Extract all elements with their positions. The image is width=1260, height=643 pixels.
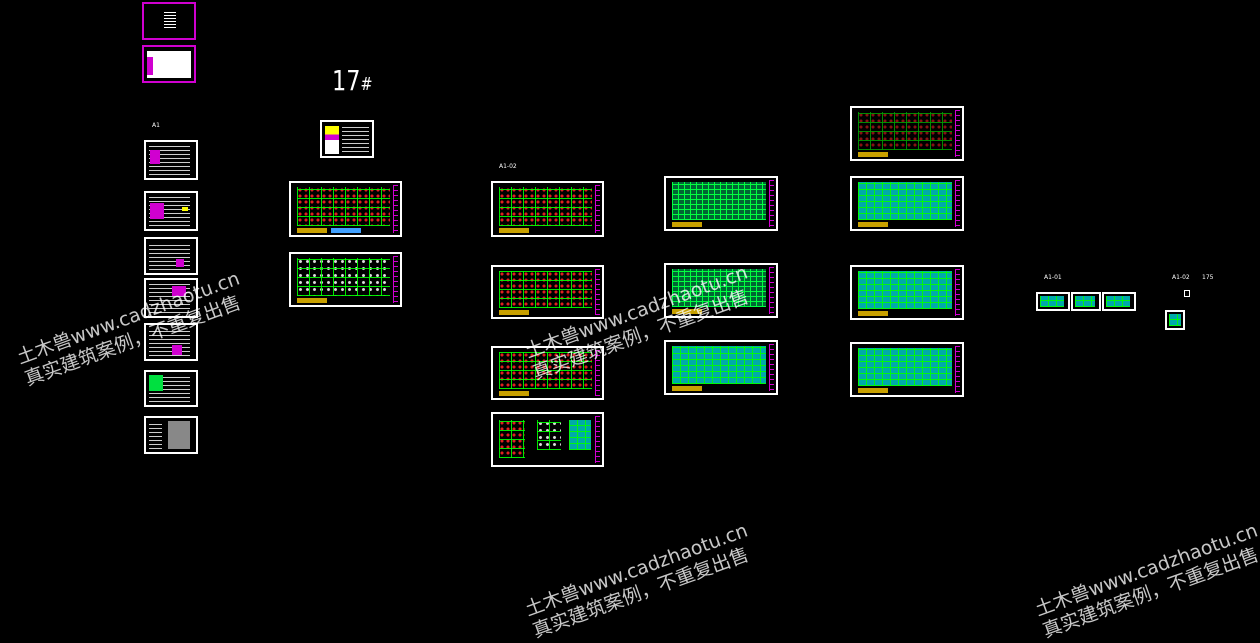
notes-sheet-2[interactable] <box>144 191 198 231</box>
detail-sheet[interactable] <box>491 412 604 467</box>
notes-mark <box>150 150 160 164</box>
title-block <box>769 180 774 227</box>
detail-a <box>499 420 525 458</box>
plan-grid <box>858 348 952 386</box>
notes-mark <box>150 203 164 219</box>
slab-plan-3[interactable] <box>850 265 964 320</box>
plan-legend <box>672 309 702 314</box>
notes-sheet-4[interactable] <box>144 278 198 318</box>
notes-sheet-1[interactable] <box>144 140 198 180</box>
detail-c <box>569 420 591 450</box>
index-sheet[interactable] <box>142 45 196 83</box>
plan-legend <box>499 310 529 315</box>
tiny-marker <box>1184 290 1190 297</box>
group-label-e: 175 <box>1202 274 1214 281</box>
title-block <box>769 267 774 314</box>
group-label-c: A1-01 <box>1044 274 1062 281</box>
notes-mark <box>172 286 186 296</box>
plan-legend <box>858 222 888 227</box>
legend-sheet[interactable] <box>320 120 374 158</box>
index-highlight <box>147 57 153 75</box>
title-block <box>393 185 398 233</box>
column-plan-1[interactable] <box>491 181 604 237</box>
plan-legend <box>858 311 888 316</box>
title-block <box>595 269 600 315</box>
plan-legend <box>499 391 529 396</box>
title-block <box>595 350 600 396</box>
foundation-plan-a[interactable] <box>289 181 402 237</box>
index-table <box>147 51 191 78</box>
notes-sheet-6[interactable] <box>144 370 198 407</box>
beam-plan-1[interactable] <box>664 176 778 231</box>
plan-grid <box>672 346 766 384</box>
plan-grid <box>858 182 952 220</box>
small-sheet-1[interactable] <box>1036 292 1070 311</box>
plan-legend <box>297 228 327 233</box>
group-label-a: A1 <box>152 122 160 129</box>
group-label-b: A1-02 <box>499 163 517 170</box>
legend-block-yellow <box>325 126 339 154</box>
beam-plan-2[interactable] <box>664 263 778 318</box>
small-plan <box>1040 296 1064 307</box>
small-sheet-3[interactable] <box>1102 292 1136 311</box>
notes-text <box>149 328 190 356</box>
notes-mark-yellow <box>182 207 188 211</box>
title-block <box>769 344 774 391</box>
slab-plan-2[interactable] <box>850 176 964 231</box>
notes-sheet-7[interactable] <box>144 416 198 454</box>
title-block <box>955 269 960 316</box>
roof-plan[interactable] <box>850 106 964 161</box>
plan-grid <box>297 187 390 226</box>
title-block <box>955 180 960 227</box>
column-plan-3[interactable] <box>491 346 604 400</box>
plan-legend <box>858 152 888 157</box>
plan-legend <box>858 388 888 393</box>
detail-b <box>537 420 561 450</box>
slab-plan-1[interactable] <box>664 340 778 395</box>
notes-mark <box>172 345 182 355</box>
small-sheet-2[interactable] <box>1071 292 1101 311</box>
notes-sheet-5[interactable] <box>144 323 198 361</box>
notes-gray <box>168 421 190 449</box>
title-block <box>595 416 600 463</box>
plan-legend-2 <box>331 228 361 233</box>
slab-plan-4[interactable] <box>850 342 964 397</box>
plan-grid <box>672 182 766 220</box>
plan-grid <box>499 352 592 389</box>
plan-grid <box>858 271 952 309</box>
column-plan-2[interactable] <box>491 265 604 319</box>
group-label-d: A1-02 <box>1172 274 1190 281</box>
cover-sheet[interactable] <box>142 2 196 40</box>
title-block <box>955 110 960 157</box>
foundation-plan-b[interactable] <box>289 252 402 307</box>
notes-mark-green <box>149 375 163 391</box>
notes-text <box>149 421 162 449</box>
plan-legend <box>297 298 327 303</box>
cover-emblem <box>164 12 176 28</box>
plan-legend <box>499 228 529 233</box>
building-title: 17# <box>332 64 373 97</box>
plan-grid <box>858 112 952 150</box>
small-plan <box>1106 296 1130 307</box>
plan-grid <box>297 258 390 296</box>
plan-legend <box>672 386 702 391</box>
plan-legend <box>672 222 702 227</box>
small-sheet-4[interactable] <box>1165 310 1185 330</box>
plan-grid <box>499 187 592 226</box>
notes-sheet-3[interactable] <box>144 237 198 275</box>
notes-mark <box>176 259 184 267</box>
small-plan <box>1169 314 1181 326</box>
plan-grid <box>672 269 766 307</box>
plan-grid <box>499 271 592 308</box>
small-plan <box>1075 296 1095 307</box>
legend-text <box>342 126 369 152</box>
title-block <box>955 346 960 393</box>
title-block <box>393 256 398 303</box>
title-block <box>595 185 600 233</box>
